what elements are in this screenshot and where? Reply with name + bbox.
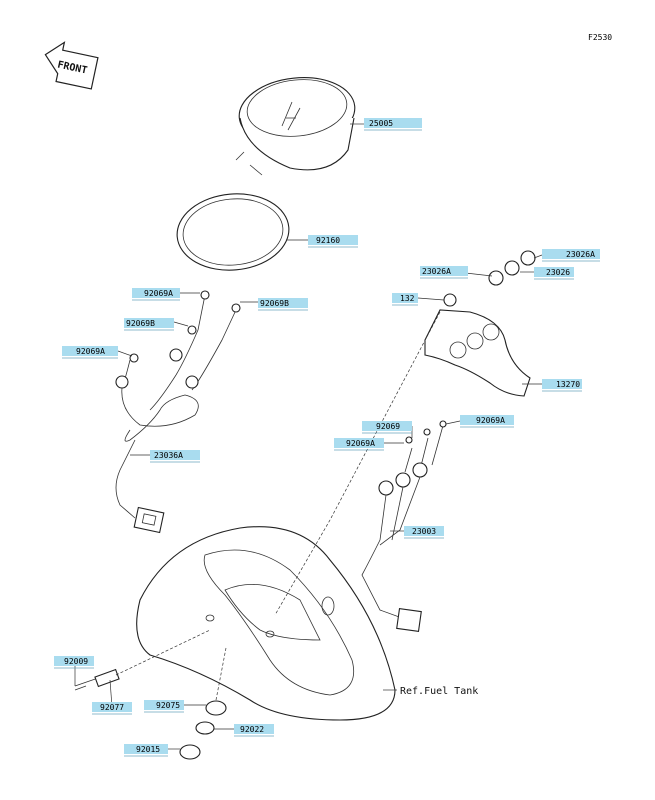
svg-text:92069: 92069 bbox=[376, 422, 400, 431]
screw-drawing bbox=[74, 629, 211, 691]
part-tag-92069a[interactable]: 92069A bbox=[62, 346, 118, 359]
svg-text:92069A: 92069A bbox=[476, 416, 505, 425]
part-tag-23036a[interactable]: 23036A bbox=[150, 450, 200, 463]
grommet-drawings bbox=[179, 647, 227, 760]
svg-text:92069B: 92069B bbox=[260, 299, 289, 308]
figure-code: F2530 bbox=[588, 33, 612, 42]
part-tag-23026a[interactable]: 23026A bbox=[420, 266, 468, 279]
part-tag-132[interactable]: 132 bbox=[392, 293, 418, 306]
part-tag-92069b[interactable]: 92069B bbox=[258, 298, 308, 311]
svg-text:92015: 92015 bbox=[136, 745, 160, 754]
svg-text:25005: 25005 bbox=[369, 119, 393, 128]
svg-text:92077: 92077 bbox=[100, 703, 124, 712]
part-tag-92015[interactable]: 92015 bbox=[124, 744, 168, 757]
svg-text:92069A: 92069A bbox=[144, 289, 173, 298]
part-tag-92022[interactable]: 92022 bbox=[234, 724, 274, 737]
part-tag-23026a[interactable]: 23026A bbox=[542, 249, 600, 262]
svg-text:92069A: 92069A bbox=[76, 347, 105, 356]
svg-text:23026: 23026 bbox=[546, 268, 570, 277]
right-harness-drawing bbox=[361, 420, 447, 633]
front-arrow-icon: FRONT bbox=[44, 41, 99, 90]
speedometer-drawing bbox=[235, 77, 356, 176]
svg-text:132: 132 bbox=[400, 294, 415, 303]
part-tag-23026[interactable]: 23026 bbox=[534, 267, 574, 280]
svg-text:92009: 92009 bbox=[64, 657, 88, 666]
part-tag-23003[interactable]: 23003 bbox=[404, 526, 444, 539]
svg-text:92160: 92160 bbox=[316, 236, 340, 245]
svg-text:23036A: 23036A bbox=[154, 451, 183, 460]
svg-text:92069B: 92069B bbox=[126, 319, 155, 328]
svg-text:92022: 92022 bbox=[240, 725, 264, 734]
guide-line bbox=[274, 311, 441, 616]
part-tag-92009[interactable]: 92009 bbox=[54, 656, 94, 669]
part-tag-92069b[interactable]: 92069B bbox=[124, 318, 174, 331]
indicator-bracket-drawing bbox=[424, 250, 536, 397]
svg-text:23026A: 23026A bbox=[566, 250, 595, 259]
svg-text:23003: 23003 bbox=[412, 527, 436, 536]
gasket-ring-drawing bbox=[176, 193, 290, 271]
svg-text:92069A: 92069A bbox=[346, 439, 375, 448]
part-tag-92075[interactable]: 92075 bbox=[144, 700, 184, 713]
ref-fuel-tank-label: Ref.Fuel Tank bbox=[400, 686, 478, 697]
part-tag-25005[interactable]: 25005 bbox=[364, 118, 422, 131]
part-tag-92069a[interactable]: 92069A bbox=[334, 438, 384, 451]
part-tag-13270[interactable]: 13270 bbox=[542, 379, 582, 392]
part-tag-92077[interactable]: 92077 bbox=[92, 702, 132, 715]
svg-text:92075: 92075 bbox=[156, 701, 180, 710]
part-tag-92160[interactable]: 92160 bbox=[308, 235, 358, 248]
svg-text:23026A: 23026A bbox=[422, 267, 451, 276]
part-tag-92069a[interactable]: 92069A bbox=[132, 288, 180, 301]
left-harness-drawing bbox=[115, 290, 241, 534]
svg-text:13270: 13270 bbox=[556, 380, 580, 389]
part-tag-92069a[interactable]: 92069A bbox=[460, 415, 514, 428]
part-tag-92069[interactable]: 92069 bbox=[362, 421, 412, 434]
meter-cover-drawing bbox=[136, 526, 396, 721]
